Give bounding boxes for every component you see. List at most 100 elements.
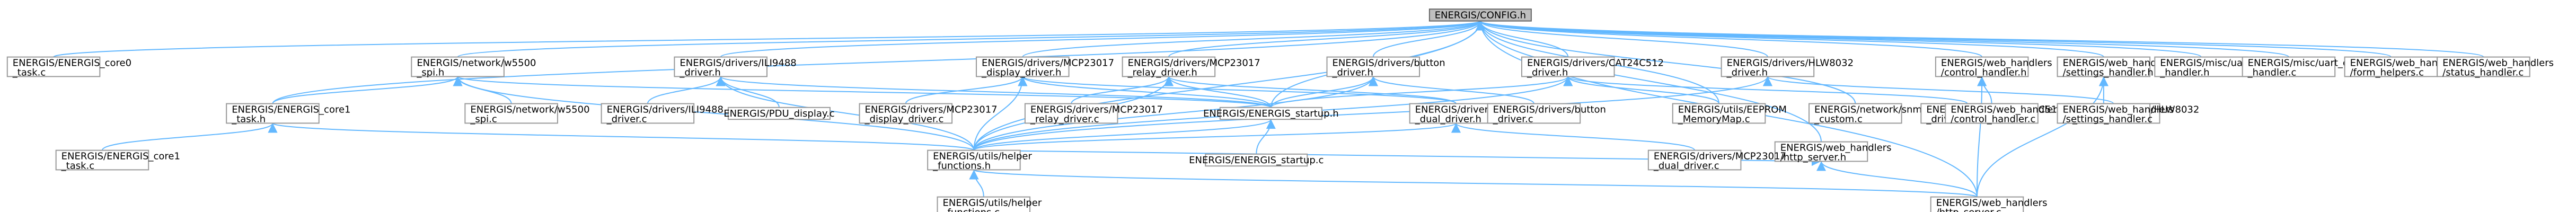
graph-node-w5500_c[interactable]: ENERGIS/network/w5500_spi.c xyxy=(464,103,590,125)
edge-cat24-startup_h xyxy=(1270,76,1573,108)
node-label: _relay_driver.c xyxy=(1030,114,1099,125)
node-box xyxy=(1647,149,1742,171)
node-label: ENERGIS/ENERGIS_core1 xyxy=(61,151,180,162)
graph-node-helper_c[interactable]: ENERGIS/utils/helper_functions.c xyxy=(937,196,1042,212)
node-box xyxy=(1930,196,2024,212)
node-label: ENERGIS/utils/EEPROM xyxy=(1678,104,1787,116)
node-box xyxy=(1487,103,1581,124)
graph-node-http_h[interactable]: ENERGIS/web_handlers/http_server.h xyxy=(1774,141,1892,163)
node-label: _task.c xyxy=(12,67,46,78)
edge-w5500-startup_h xyxy=(453,76,1272,108)
edge-cat24-eeprom xyxy=(1563,76,1720,104)
graph-node-snmp[interactable]: ENERGIS/network/snmp_custom.c xyxy=(1809,103,1928,125)
graph-node-cat24[interactable]: ENERGIS/drivers/CAT24C512_driver.h xyxy=(1521,56,1664,78)
edge-config-uart_c xyxy=(1476,20,2289,58)
edge-mcp_disp-mcp_disp_c xyxy=(905,76,1028,104)
graph-node-button[interactable]: ENERGIS/drivers/button_driver.h xyxy=(1326,56,1445,78)
node-box xyxy=(2437,56,2530,77)
graph-node-w5500[interactable]: ENERGIS/network/w5500_spi.h xyxy=(411,56,536,78)
node-label: _driver.h xyxy=(679,67,720,78)
node-box xyxy=(1428,8,1532,22)
graph-node-core1_h[interactable]: ENERGIS/ENERGIS_core1_task.h xyxy=(226,103,351,125)
graph-node-core0[interactable]: ENERGIS/ENERGIS_core0_task.c xyxy=(6,56,131,78)
node-label: /http_server.h xyxy=(1780,152,1846,163)
graph-node-startup_h[interactable]: ENERGIS/ENERGIS_startup.h xyxy=(1203,107,1339,120)
edge-core1_h-core1_c xyxy=(101,122,278,151)
node-box xyxy=(601,103,695,124)
node-label: _handler.c xyxy=(2247,67,2297,78)
node-label: _driver.h xyxy=(1527,67,1568,78)
node-label: ENERGIS/ENERGIS_startup.h xyxy=(1203,108,1339,119)
node-box xyxy=(226,103,320,124)
node-box xyxy=(674,56,767,77)
graph-node-http_c[interactable]: ENERGIS/web_handlers/http_server.c xyxy=(1930,196,2048,212)
graph-node-settings_h[interactable]: ENERGIS/web_handlers/settings_handler.h xyxy=(2057,56,2174,78)
node-label: _dual_driver.c xyxy=(1653,161,1719,172)
graph-node-mcp_disp[interactable]: ENERGIS/drivers/MCP23017_display_driver.… xyxy=(976,56,1114,78)
edge-ili9488-pdisp xyxy=(716,76,780,108)
node-label: ENERGIS/web_handlers xyxy=(1951,104,2062,116)
graph-node-ili9488[interactable]: ENERGIS/drivers/ILI9488_driver.h xyxy=(674,56,797,78)
graph-node-mcp_relay[interactable]: ENERGIS/drivers/MCP23017_relay_driver.h xyxy=(1122,56,1260,78)
edge-config-snmp xyxy=(1476,21,1856,104)
node-box xyxy=(1024,103,1118,124)
node-label: ENERGIS/ENERGIS_core1 xyxy=(232,104,350,116)
graph-node-ctrl_h[interactable]: ENERGIS/web_handlers/control_handler.h xyxy=(1935,56,2052,78)
node-label: _driver.c xyxy=(1493,114,1533,125)
node-label: ENERGIS/CONFIG.h xyxy=(1435,10,1526,21)
node-label: ENERGIS/drivers/HLW8032 xyxy=(1727,58,1854,69)
graph-node-helper_h[interactable]: ENERGIS/utils/helper_functions.h xyxy=(927,149,1033,172)
edge-ctrl_h-ctrl_c xyxy=(1977,76,1992,104)
node-label: ENERGIS/utils/helper xyxy=(933,151,1032,162)
graph-node-status_h[interactable]: ENERGIS/web_handlers/status_handler.c xyxy=(2437,56,2554,78)
graph-node-core1_c[interactable]: ENERGIS/ENERGIS_core1_task.c xyxy=(55,149,180,172)
node-label: _functions.h xyxy=(932,161,991,172)
graph-node-button_c[interactable]: ENERGIS/drivers/button_driver.c xyxy=(1487,103,1606,125)
edge-mcp_disp-dual_h xyxy=(1018,76,1457,104)
node-label: ENERGIS/network/w5500 xyxy=(470,104,589,116)
node-label: _driver.c xyxy=(606,114,647,125)
edge-config-mcp_disp xyxy=(1022,20,1485,58)
graph-node-startup_c[interactable]: ENERGIS/ENERGIS_startup.c xyxy=(1189,153,1324,167)
node-box xyxy=(464,103,558,124)
graph-node-config: ENERGIS/CONFIG.h xyxy=(1428,8,1532,22)
node-label: _task.h xyxy=(231,114,266,125)
node-label: /http_server.c xyxy=(1936,207,2001,212)
node-label: ENERGIS/drivers/MCP23017 xyxy=(865,104,998,116)
node-label: _spi.c xyxy=(470,114,497,125)
node-label: _custom.c xyxy=(1814,114,1863,125)
edge-ili9488-startup_h xyxy=(716,76,1272,108)
edge-http_h-http_c xyxy=(1816,161,1978,197)
edge-config-hlw xyxy=(1476,21,1768,58)
graph-node-eeprom[interactable]: ENERGIS/utils/EEPROM_MemoryMap.c xyxy=(1672,103,1787,125)
edge-dual_h-dual_c xyxy=(1451,122,1696,151)
node-label: ENERGIS/web_handlers xyxy=(1780,143,1892,154)
node-box xyxy=(411,56,505,77)
edge-config-ili9488 xyxy=(720,20,1485,58)
edge-ctrl_h-http_c xyxy=(1976,76,1987,197)
node-label: /control_handler.h xyxy=(1941,67,2027,78)
edge-mcp_disp-helper_h xyxy=(973,76,1028,151)
node-label: _handler.h xyxy=(2159,67,2209,78)
graph-node-ctrl_c[interactable]: ENERGIS/web_handlers/control_handler.c xyxy=(1945,103,2062,125)
graph-node-mcp_disp_c[interactable]: ENERGIS/drivers/MCP23017_display_driver.… xyxy=(859,103,998,125)
graph-node-ili_c[interactable]: ENERGIS/drivers/ILI9488_driver.c xyxy=(601,103,724,125)
graph-node-dual_c[interactable]: ENERGIS/drivers/MCP23017_dual_driver.c xyxy=(1647,149,1786,172)
node-label: /settings_handler.h xyxy=(2063,67,2154,78)
graph-node-settings_c[interactable]: ENERGIS/web_handlers/settings_handler.c xyxy=(2057,103,2174,125)
node-label: /form_helpers.c xyxy=(2350,67,2424,78)
graph-node-mcp_relay_c[interactable]: ENERGIS/drivers/MCP23017_relay_driver.c xyxy=(1024,103,1163,125)
node-layer: ENERGIS/CONFIG.hENERGIS/ENERGIS_core0_ta… xyxy=(6,8,2554,212)
node-label: /control_handler.c xyxy=(1951,114,2035,125)
edge-config-core0 xyxy=(53,20,1485,58)
node-box xyxy=(2057,56,2151,77)
edge-mcp_relay-dual_h xyxy=(1164,76,1457,104)
node-label: ENERGIS/ENERGIS_core0 xyxy=(13,58,131,69)
graph-node-hlw[interactable]: ENERGIS/drivers/HLW8032_driver.h xyxy=(1721,56,1854,78)
node-label: ENERGIS/web_handlers xyxy=(2063,58,2174,69)
node-box xyxy=(859,103,953,124)
edge-dual_h-helper_h xyxy=(973,122,1461,151)
node-label: _functions.c xyxy=(942,207,1000,212)
graph-node-pdisp[interactable]: ENERGIS/PDU_display.c xyxy=(724,107,835,120)
node-label: /settings_handler.c xyxy=(2063,114,2153,125)
